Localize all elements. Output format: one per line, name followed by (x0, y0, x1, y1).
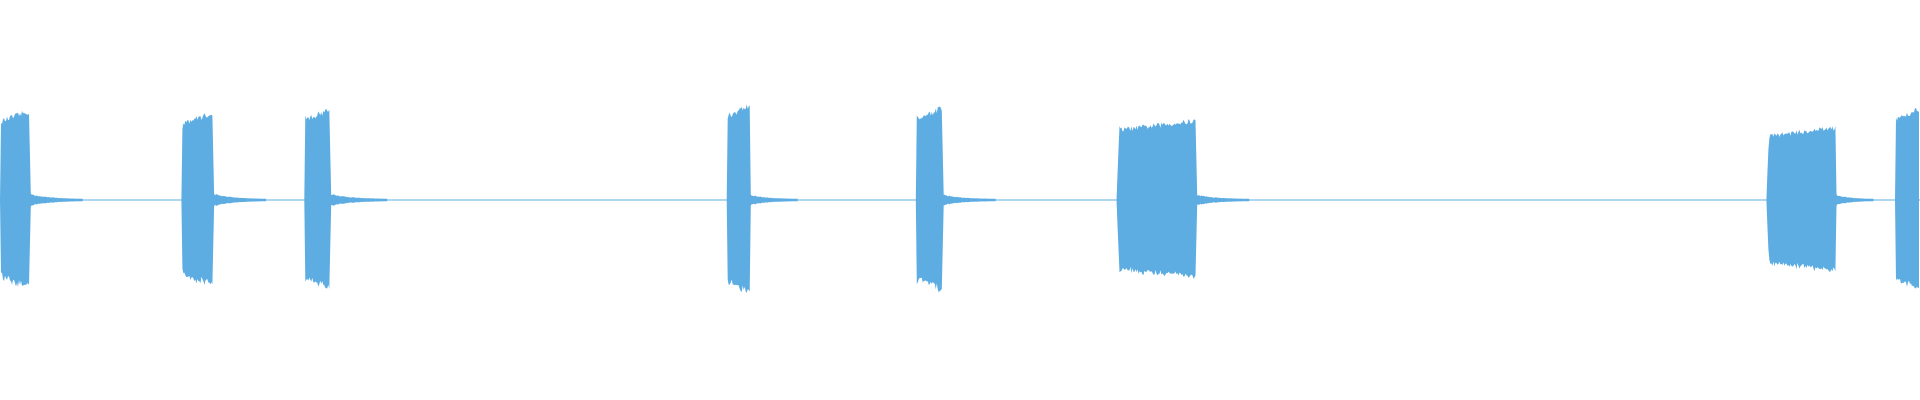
waveform-burst (1895, 108, 1919, 289)
waveform-burst (0, 110, 83, 287)
waveform-burst (726, 104, 798, 293)
waveform-burst (915, 106, 996, 293)
waveform-burst (181, 113, 267, 285)
waveform-bursts (0, 104, 1919, 293)
waveform-burst (304, 108, 388, 290)
waveform-burst (1766, 125, 1874, 272)
waveform-burst (1116, 119, 1250, 279)
